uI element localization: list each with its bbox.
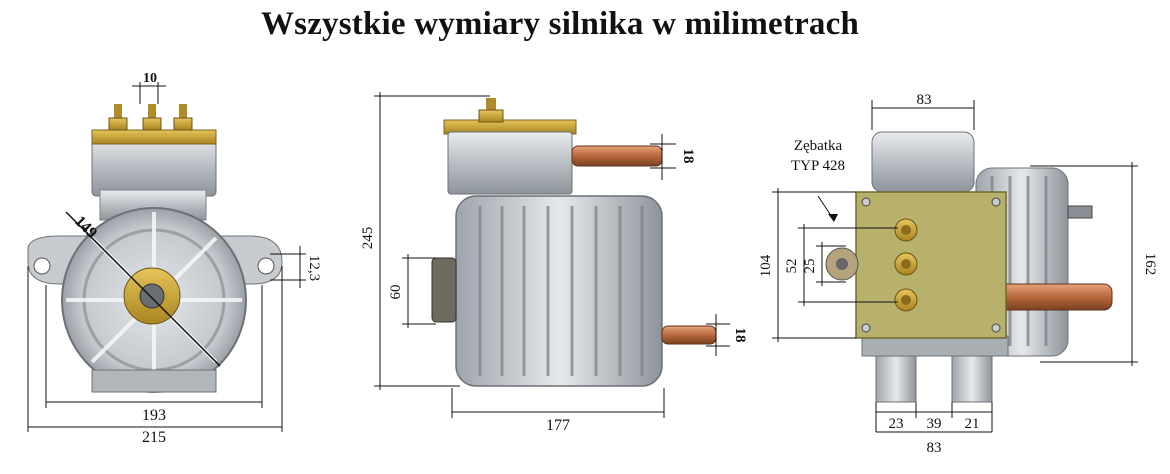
terminal-bolts <box>108 104 193 131</box>
page-title: Wszystkie wymiary silnika w milimetrach <box>260 6 860 42</box>
dim-foot-mid: 39 <box>927 416 942 432</box>
dim-top-shaft: 18 <box>680 149 696 164</box>
dim-bottom-shaft: 18 <box>732 328 748 343</box>
dim-length: 177 <box>546 417 570 434</box>
rear-terminals <box>894 218 918 312</box>
dim-flange-width: 215 <box>142 429 166 446</box>
dim-mount-hole: 12,3 <box>306 255 322 281</box>
side-view: 245 60 18 18 177 <box>360 92 748 434</box>
sprocket-label-line1: Zębatka <box>794 138 843 154</box>
front-dimension-lines <box>27 82 306 432</box>
dim-base-width: 83 <box>927 440 942 456</box>
dim-body-width: 193 <box>142 407 166 424</box>
rear-view: 83 Zębatka TYP 428 104 52 25 162 23 39 2… <box>758 92 1158 456</box>
rear-dimension-lines <box>772 100 1138 433</box>
front-view: 10 149 12,3 193 215 <box>27 71 322 446</box>
dim-height: 245 <box>360 227 376 250</box>
dim-height-104: 104 <box>758 254 774 277</box>
dim-bolt-spacing: 10 <box>143 71 157 86</box>
dim-height-162: 162 <box>1142 253 1158 276</box>
dim-top-width: 83 <box>917 92 932 108</box>
dim-sprocket: 60 <box>388 285 404 300</box>
dim-foot-left: 23 <box>889 416 904 432</box>
dim-height-52: 52 <box>784 259 800 274</box>
side-dimension-lines <box>374 92 730 418</box>
sprocket-label-line2: TYP 428 <box>791 158 845 174</box>
dim-height-25: 25 <box>802 259 818 274</box>
dim-foot-right: 21 <box>965 416 980 432</box>
